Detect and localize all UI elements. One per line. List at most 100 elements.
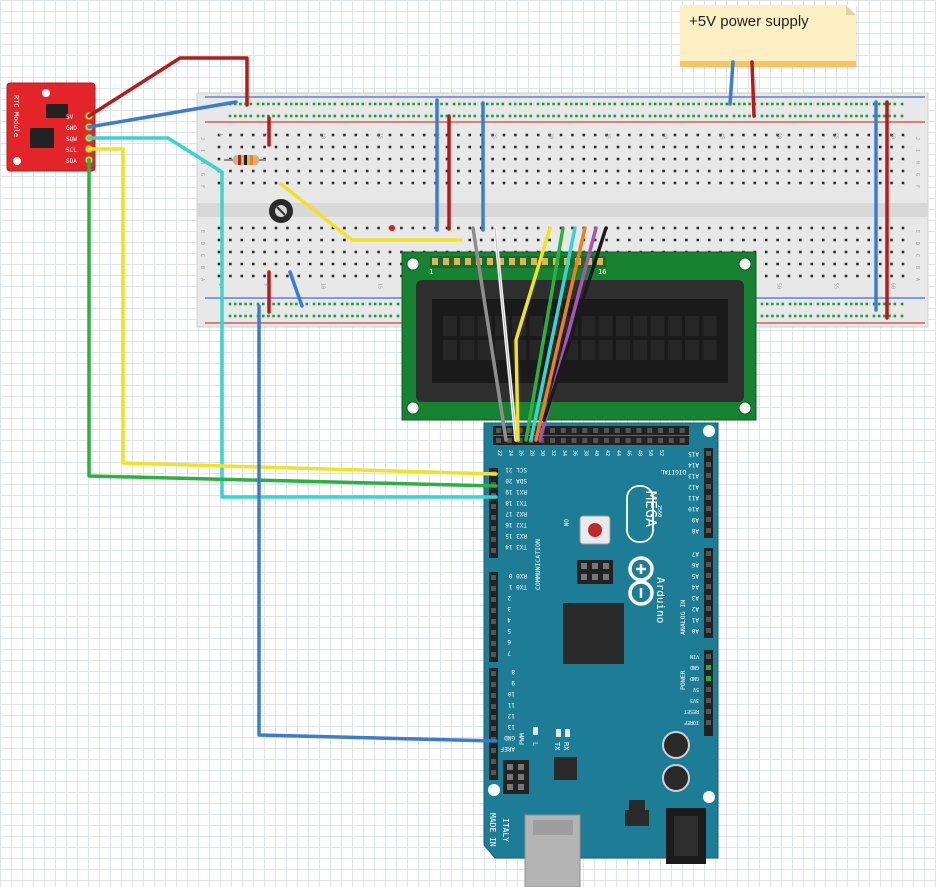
breadboard-hole bbox=[286, 274, 289, 278]
breadboard-hole bbox=[593, 157, 597, 161]
rx-label: RX bbox=[562, 742, 570, 751]
breadboard-hole bbox=[354, 226, 358, 230]
breadboard-hole bbox=[286, 262, 289, 266]
breadboard-hole bbox=[878, 226, 882, 230]
rail-hole bbox=[732, 102, 736, 106]
breadboard-hole bbox=[856, 250, 859, 254]
breadboard-hole bbox=[377, 250, 380, 254]
pwm2-pin-label: 11 bbox=[507, 701, 515, 708]
breadboard-hole bbox=[593, 181, 597, 185]
breadboard-hole bbox=[411, 145, 415, 149]
comm-pin-label: SDA 20 bbox=[505, 477, 527, 484]
breadboard-hole bbox=[833, 226, 836, 230]
rail-hole bbox=[407, 114, 410, 118]
breadboard-hole bbox=[799, 262, 802, 266]
rail-hole bbox=[356, 302, 359, 306]
rail-hole bbox=[491, 102, 494, 106]
breadboard-hole bbox=[468, 133, 472, 137]
rail-hole bbox=[625, 102, 629, 106]
header-pin bbox=[491, 759, 496, 764]
breadboard-hole bbox=[388, 274, 392, 278]
header-pin bbox=[491, 748, 496, 753]
rail-hole bbox=[356, 114, 359, 118]
rtc-5v-wire bbox=[87, 56, 249, 118]
header-pin bbox=[706, 484, 711, 489]
lcd-pin bbox=[454, 258, 460, 265]
breadboard-hole bbox=[764, 133, 768, 137]
breadboard-hole bbox=[229, 181, 232, 185]
breadboard-hole bbox=[582, 181, 586, 185]
lcd-display[interactable]: 1 16 bbox=[401, 251, 757, 421]
rail-hole bbox=[855, 314, 858, 318]
breadboard-hole bbox=[343, 169, 346, 173]
lcd-black-wire bbox=[542, 226, 608, 422]
rail-hole bbox=[809, 114, 813, 118]
breadboard-hole bbox=[742, 169, 745, 173]
breadboard-hole bbox=[457, 133, 460, 137]
breadboard-hole bbox=[571, 226, 574, 230]
rail-hole bbox=[664, 114, 667, 118]
breadboard-hole bbox=[377, 145, 380, 149]
analog-pin-label: A12 bbox=[688, 483, 699, 490]
lcd-cell bbox=[598, 316, 613, 336]
icsp-pin bbox=[603, 563, 609, 569]
breadboard-hole bbox=[901, 250, 905, 254]
logo-left-ring bbox=[628, 580, 654, 606]
breadboard-hole bbox=[308, 262, 312, 266]
rail-hole bbox=[748, 114, 751, 118]
power-supply-note[interactable]: +5V power supply bbox=[680, 5, 856, 67]
breadboard-hole bbox=[901, 133, 905, 137]
rail-hole bbox=[687, 114, 690, 118]
header-pin bbox=[636, 438, 642, 443]
rail-hole bbox=[849, 114, 853, 118]
breadboard-hole bbox=[320, 169, 323, 173]
digital-label: DIGITAL bbox=[660, 468, 686, 475]
rail-hole bbox=[659, 114, 662, 118]
rail-hole bbox=[333, 114, 337, 118]
reset-button-cap[interactable] bbox=[588, 523, 602, 537]
breadboard-hole bbox=[388, 262, 392, 266]
rail-hole bbox=[893, 314, 897, 318]
breadboard-hole bbox=[605, 157, 608, 161]
rail-hole bbox=[569, 102, 573, 106]
rail-hole bbox=[485, 102, 489, 106]
breadboard-hole bbox=[764, 157, 768, 161]
breadboard-hole bbox=[776, 262, 779, 266]
breadboard-hole bbox=[320, 145, 323, 149]
breadboard-hole bbox=[696, 145, 700, 149]
header-pin bbox=[491, 608, 496, 613]
potentiometer[interactable] bbox=[269, 199, 293, 223]
comm-pin-label: RX1 19 bbox=[505, 488, 527, 495]
lcd-white-wire-outline bbox=[494, 227, 517, 441]
breadboard-hole bbox=[422, 226, 426, 230]
rail-hole bbox=[445, 102, 449, 106]
rail-hole bbox=[872, 302, 876, 306]
header-pin bbox=[491, 619, 496, 624]
row-letter: I bbox=[199, 149, 205, 152]
breadboard-hole bbox=[605, 169, 608, 173]
breadboard-hole bbox=[240, 145, 244, 149]
breadboard-hole bbox=[787, 274, 791, 278]
pwm-pin-label: 4 bbox=[507, 616, 511, 623]
rail-hole bbox=[284, 114, 288, 118]
rail-hole bbox=[272, 302, 275, 306]
breadboard-hole bbox=[685, 145, 688, 149]
rail-hole bbox=[323, 314, 326, 318]
breadboard-hole bbox=[707, 157, 711, 161]
rail-hole bbox=[384, 102, 387, 106]
breadboard-hole bbox=[445, 226, 449, 230]
rail-hole bbox=[821, 302, 825, 306]
breadboard-hole bbox=[308, 250, 312, 254]
breadboard-hole bbox=[445, 169, 449, 173]
mega-label: MEGA bbox=[642, 491, 660, 527]
breadboard-hole bbox=[730, 169, 734, 173]
rail-hole bbox=[860, 102, 863, 106]
breadboard-hole bbox=[867, 181, 871, 185]
breadboard-hole bbox=[354, 157, 358, 161]
rail-hole bbox=[760, 314, 764, 318]
header-pin bbox=[496, 428, 501, 433]
icsp2-pin bbox=[518, 764, 524, 770]
